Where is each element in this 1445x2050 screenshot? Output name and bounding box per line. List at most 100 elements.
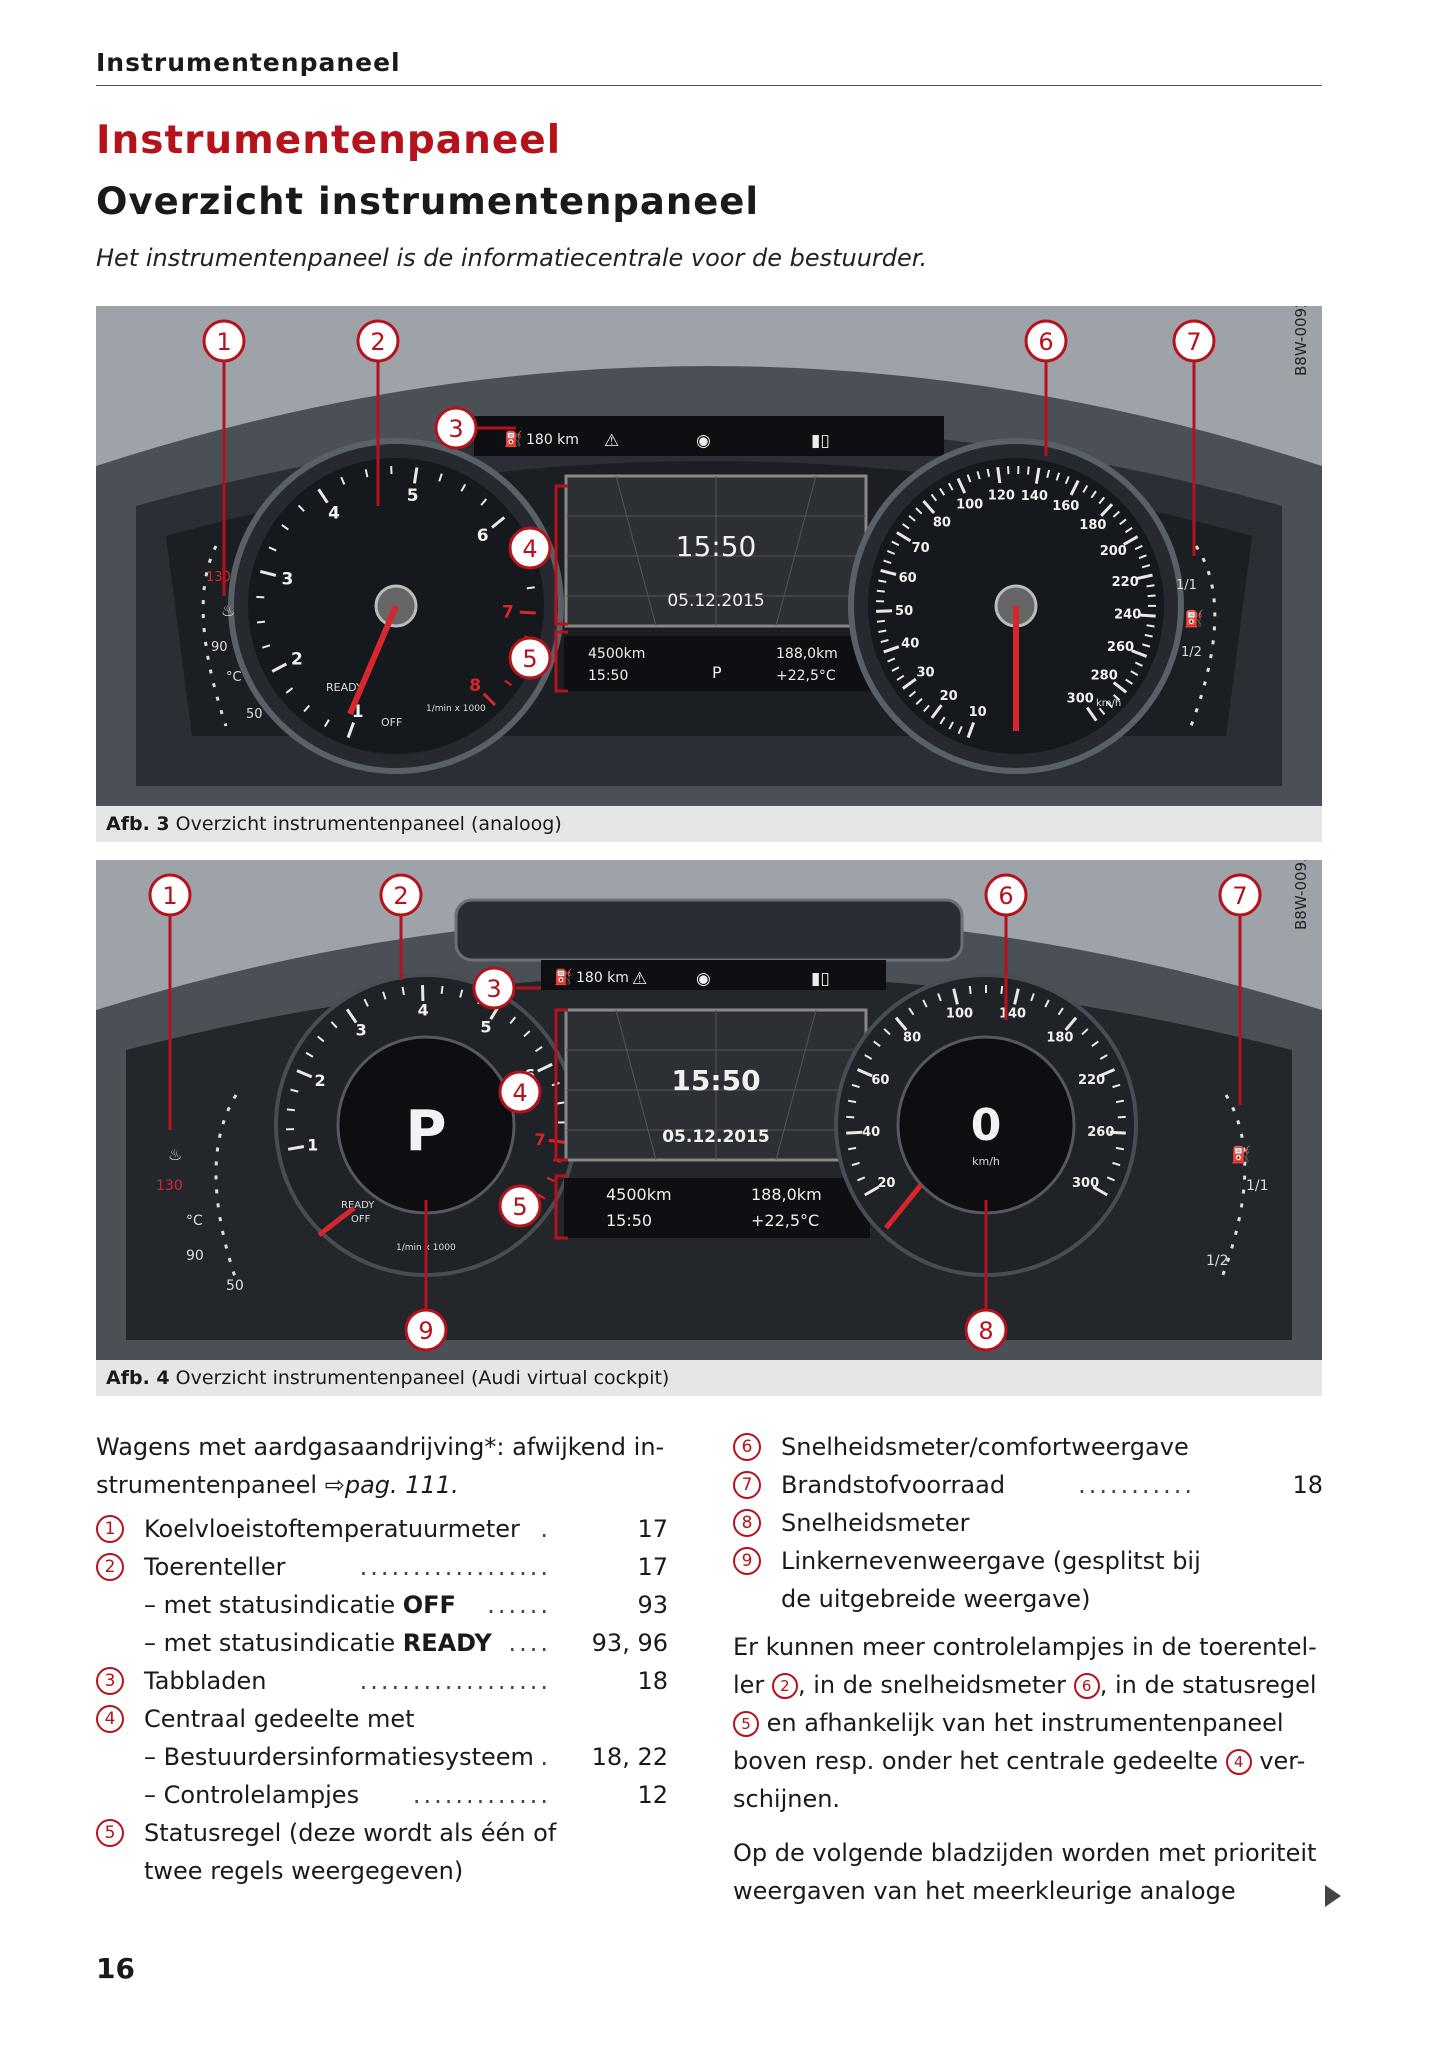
- speed-label: 60: [871, 1073, 889, 1088]
- speed-unit-label: km/h: [1096, 698, 1121, 709]
- fuel-pump-icon: ⛽: [1231, 1145, 1251, 1164]
- callout-2: [356, 319, 400, 363]
- legend-label: Snelheidsmeter/comfortweergave: [781, 1433, 1189, 1461]
- tach-label: 5: [480, 1017, 491, 1036]
- status-time: 15:50: [606, 1211, 652, 1230]
- callout-number: 4: [522, 535, 537, 563]
- fuel-tab-icon: ⛽: [504, 430, 523, 448]
- para1-text: , in de snelheidsmeter: [797, 1671, 1074, 1699]
- legend-label: – met statusindicatie OFF: [144, 1591, 456, 1619]
- fuel-label-half: 1/2: [1206, 1253, 1229, 1269]
- tach-label: 8: [469, 676, 481, 696]
- callout-8: [964, 1308, 1008, 1352]
- speed-label: 160: [1052, 499, 1079, 514]
- tach-label: 6: [477, 526, 489, 546]
- speed-label: 140: [999, 1007, 1026, 1022]
- callout-3: [434, 406, 478, 450]
- para1-line: 5 en afhankelijk van het instrumentenpan…: [733, 1704, 1323, 1742]
- figure-3-label: Afb. 3: [106, 813, 170, 835]
- tach-ready-label: READY: [326, 681, 363, 694]
- page-reference[interactable]: 93: [637, 1591, 668, 1619]
- callout-5: [508, 636, 552, 680]
- page-reference[interactable]: 12: [637, 1781, 668, 1809]
- speed-label: 200: [1100, 544, 1127, 559]
- tach-label: 7: [502, 603, 514, 623]
- leader-dots: .............: [412, 1781, 551, 1809]
- callout-6: [1024, 319, 1068, 363]
- phone-tab-icon: ▮▯: [811, 969, 830, 989]
- figure-code: B8W-0092: [1292, 306, 1310, 376]
- page-reference[interactable]: 18: [637, 1667, 668, 1695]
- status-trip: 188,0km: [751, 1185, 822, 1204]
- status-outside-temp: +22,5°C: [751, 1211, 819, 1230]
- callout-number-badge: 8: [733, 1509, 761, 1537]
- temp-label-130: 130: [156, 1178, 183, 1194]
- legend-item: – met statusindicatie READY....93, 96: [96, 1624, 686, 1662]
- tach-ready-label: READY: [341, 1200, 375, 1211]
- callout-6: [984, 873, 1028, 917]
- callout-number-badge: 4: [96, 1705, 124, 1733]
- tach-label: 2: [291, 649, 303, 669]
- para1-text: Er kunnen meer controlelampjes in de toe…: [733, 1633, 1317, 1661]
- center-clock: 15:50: [676, 530, 757, 563]
- speed-label: 20: [877, 1176, 895, 1191]
- callout-number: 4: [512, 1079, 527, 1107]
- page-reference[interactable]: 18: [1292, 1471, 1323, 1499]
- callout-number: 1: [162, 882, 177, 910]
- speed-label: 220: [1112, 575, 1139, 590]
- temp-label-50: 50: [226, 1278, 244, 1294]
- note-line-2: strumentenpaneel ⇨pag. 111.: [96, 1466, 686, 1504]
- tach-label: 2: [314, 1071, 325, 1090]
- leader-dots: ..................: [359, 1553, 551, 1581]
- speed-label: 100: [956, 498, 983, 513]
- legend-item: – Bestuurdersinformatiesysteem.18, 22: [96, 1738, 686, 1776]
- callout-number-badge: 7: [733, 1471, 761, 1499]
- center-date: 05.12.2015: [667, 591, 764, 611]
- callout-number: 3: [486, 975, 501, 1003]
- callout-number: 3: [448, 415, 463, 443]
- continue-arrow-icon: [1325, 1885, 1341, 1907]
- para1-line: boven resp. onder het centrale gedeelte …: [733, 1742, 1323, 1780]
- callout-number: 5: [522, 645, 537, 673]
- callout-ref: 6: [1073, 1673, 1100, 1699]
- tach-label: 1: [307, 1136, 318, 1155]
- header-rule: [96, 85, 1322, 86]
- speed-label: 180: [1046, 1030, 1073, 1045]
- callout-number-badge: 2: [96, 1553, 124, 1581]
- legend-label: Statusregel (deze wordt als één of: [144, 1819, 557, 1847]
- callout-number: 2: [393, 882, 408, 910]
- para2-text: weergaven van het meerkleurige analoge: [733, 1877, 1236, 1905]
- page-reference-link[interactable]: ⇨pag. 111.: [324, 1471, 459, 1499]
- tach-unit-label: 1/min x 1000: [426, 704, 486, 714]
- fuel-tab-icon: ⛽: [554, 968, 573, 986]
- page-reference[interactable]: 93, 96: [591, 1629, 668, 1657]
- temp-label-130: 130: [206, 570, 231, 585]
- speed-label: 70: [912, 541, 930, 556]
- page-reference[interactable]: 18, 22: [591, 1743, 668, 1771]
- callout-number: 9: [418, 1317, 433, 1345]
- speed-label: 300: [1072, 1176, 1099, 1191]
- para1-text: , in de statusregel: [1099, 1671, 1317, 1699]
- warning-tab-icon: ⚠: [632, 969, 647, 989]
- legend-label: – Controlelampjes: [144, 1781, 360, 1809]
- page-reference[interactable]: 17: [637, 1515, 668, 1543]
- figure-4-caption-text: Overzicht instrumentenpaneel (Audi virtu…: [175, 1367, 670, 1389]
- callout-number-badge: 1: [96, 1515, 124, 1543]
- para2-line: weergaven van het meerkleurige analoge: [733, 1872, 1323, 1910]
- speed-label: 40: [901, 636, 919, 651]
- status-trip: 188,0km: [776, 646, 838, 662]
- callout-number: 1: [216, 328, 231, 356]
- callout-ref: 2: [771, 1673, 798, 1699]
- tach-label: 3: [356, 1021, 367, 1040]
- callout-4: [498, 1070, 542, 1114]
- page-reference[interactable]: 17: [637, 1553, 668, 1581]
- coolant-icon: ♨: [168, 1145, 182, 1164]
- note-text-1: Wagens met aardgasaandrijving*: afwijken…: [96, 1433, 665, 1461]
- status-time: 15:50: [588, 668, 628, 684]
- callout-number-badge: 5: [96, 1819, 124, 1847]
- leader-dots: ..................: [359, 1667, 551, 1695]
